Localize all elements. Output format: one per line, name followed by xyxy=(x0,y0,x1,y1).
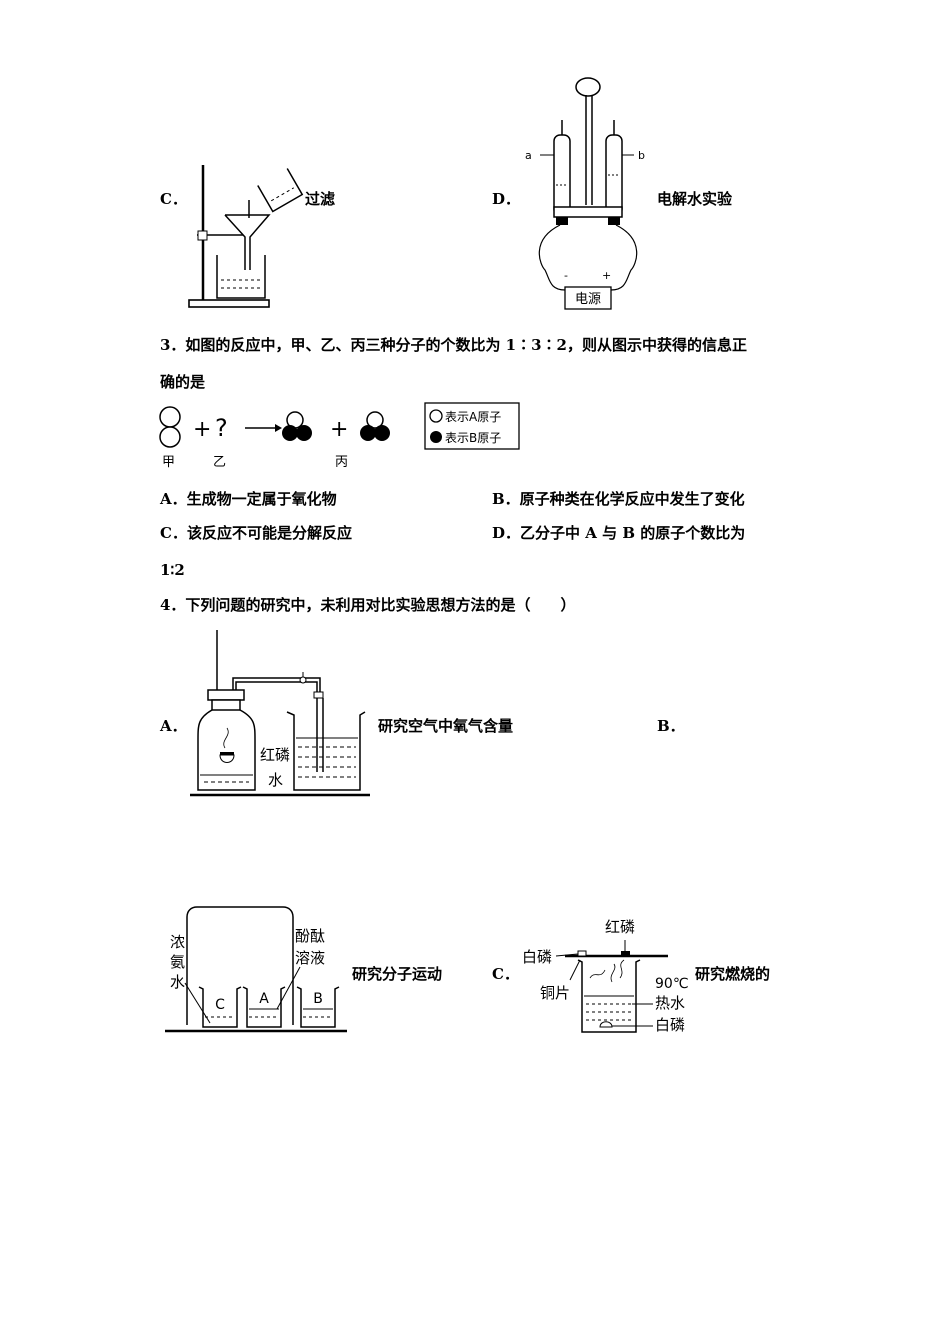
label-white-phosphorus-bottom: 白磷 xyxy=(655,1016,685,1034)
filtration-apparatus-figure xyxy=(188,165,304,308)
beaker-b-label: B xyxy=(313,991,323,1007)
label-water: 水 xyxy=(268,771,283,789)
legend-b-icon xyxy=(430,431,442,443)
plus-sign-2: + xyxy=(330,417,348,442)
q3-option-a: A．生成物一定属于氧化物 xyxy=(160,490,337,508)
q4-option-b-caption: 研究分子运动 xyxy=(352,965,443,983)
plus-terminal: + xyxy=(602,269,611,282)
molecule-yi-question: ? xyxy=(215,414,228,442)
electrolysis-apparatus-figure: a b - + 电源 xyxy=(525,77,645,310)
q3-stem-line1: 3．如图的反应中，甲、乙、丙三种分子的个数比为 1∶3∶2，则从图示中获得的信息… xyxy=(160,336,747,354)
q4-option-b-letter: B． xyxy=(657,717,685,735)
label-hot-water: 热水 xyxy=(655,994,685,1012)
molecule-jia-atom-bottom xyxy=(159,426,181,448)
q4-option-a-letter: A． xyxy=(160,717,187,735)
label-red-phosphorus: 红磷 xyxy=(260,746,290,764)
combustion-apparatus-figure: 红磷 白磷 铜片 90℃ 热水 白磷 xyxy=(522,918,689,1034)
minus-terminal: - xyxy=(564,269,568,282)
oxygen-content-apparatus-figure: 红磷 水 xyxy=(190,630,370,797)
plus-sign-1: + xyxy=(193,417,211,442)
option-d-letter: D． xyxy=(492,190,521,208)
option-c-letter: C． xyxy=(160,190,187,208)
power-supply-label: 电源 xyxy=(575,292,601,307)
q3-option-c: C．该反应不可能是分解反应 xyxy=(160,524,352,542)
reaction-diagram: + ? + 甲 乙 丙 表示A原子 表示B原子 xyxy=(159,402,520,470)
q4-option-c-caption: 研究燃烧的 xyxy=(695,965,771,983)
label-temperature: 90℃ xyxy=(655,976,689,992)
label-red-phosphorus-top: 红磷 xyxy=(605,918,635,936)
label-ammonia-3: 水 xyxy=(170,973,185,991)
q4-option-a-caption: 研究空气中氧气含量 xyxy=(378,717,514,735)
label-jia: 甲 xyxy=(162,455,175,470)
q3-option-d-continued: 1∶2 xyxy=(160,561,185,579)
label-phenolphthalein-1: 酚酞 xyxy=(295,927,325,945)
option-c-caption: 过滤 xyxy=(305,190,336,208)
q4-stem: 4．下列问题的研究中，未利用对比实验思想方法的是（ ） xyxy=(160,596,576,614)
q3-option-d: D．乙分子中 A 与 B 的原子个数比为 xyxy=(492,524,746,542)
label-white-phosphorus-top: 白磷 xyxy=(522,948,552,966)
legend-b-label: 表示B原子 xyxy=(445,431,501,445)
beaker-a-label: A xyxy=(259,991,269,1007)
legend-a-icon xyxy=(429,409,443,423)
label-ammonia-1: 浓 xyxy=(170,933,185,951)
q4-option-c-letter: C． xyxy=(492,965,519,983)
label-yi: 乙 xyxy=(213,455,226,470)
molecule-jia-atom-top xyxy=(159,406,181,428)
q3-option-b: B．原子种类在化学反应中发生了变化 xyxy=(492,490,745,508)
beaker-c-label: C xyxy=(215,997,225,1013)
label-b: b xyxy=(638,149,645,162)
option-d-caption: 电解水实验 xyxy=(657,190,733,208)
label-bing: 丙 xyxy=(335,455,348,470)
legend-box xyxy=(424,402,520,450)
label-phenolphthalein-2: 溶液 xyxy=(295,949,325,967)
legend-a-label: 表示A原子 xyxy=(445,410,501,424)
label-ammonia-2: 氨 xyxy=(170,953,185,971)
molecular-motion-apparatus-figure: C A B 浓 氨 水 酚酞 溶液 xyxy=(165,906,347,1033)
label-copper-sheet: 铜片 xyxy=(540,984,570,1002)
q3-stem-line2: 确的是 xyxy=(160,373,206,391)
label-a: a xyxy=(525,149,532,162)
